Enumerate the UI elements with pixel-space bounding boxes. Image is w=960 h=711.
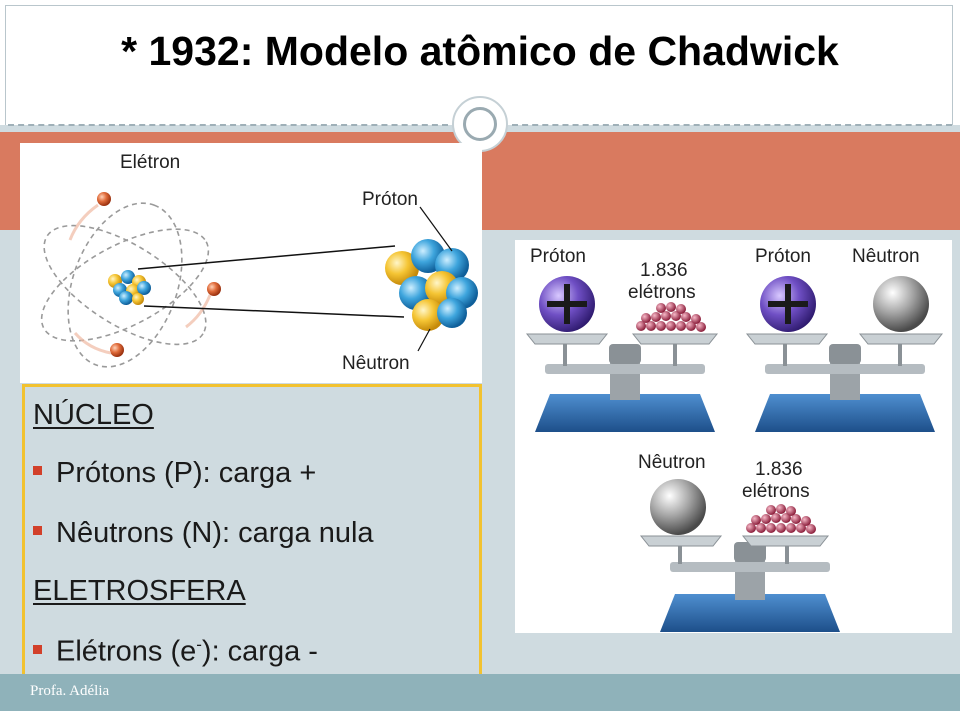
bullet-electrons: Elétrons (e-): carga - bbox=[33, 635, 318, 669]
scale3-right-label-2: elétrons bbox=[742, 481, 810, 502]
bullet-protons: Prótons (P): carga + bbox=[33, 457, 316, 490]
scale1-left-label: Próton bbox=[530, 246, 586, 267]
bullet-neutrons-text: Nêutrons (N): carga nula bbox=[56, 517, 374, 549]
atom-illustration: Elétron Próton Nêutron bbox=[20, 143, 482, 383]
small-nucleus bbox=[108, 270, 151, 305]
scale1-right-label-1: 1.836 bbox=[640, 260, 688, 281]
bullet-electrons-prefix: Elétrons (e bbox=[56, 635, 197, 668]
scale3-right-label-1: 1.836 bbox=[755, 459, 803, 480]
bullet-neutrons: Nêutrons (N): carga nula bbox=[33, 517, 374, 550]
bullet-square-icon bbox=[33, 525, 42, 535]
nucleus-heading: NÚCLEO bbox=[33, 399, 154, 431]
large-nucleus bbox=[385, 239, 478, 331]
content-box: NÚCLEO Prótons (P): carga + Nêutrons (N)… bbox=[22, 384, 482, 677]
electrosphere-heading: ELETROSFERA bbox=[33, 575, 246, 607]
electron-particles bbox=[68, 192, 221, 357]
bullet-electrons-suffix: ): carga - bbox=[201, 635, 318, 668]
title-frame bbox=[5, 5, 953, 125]
slide-title: * 1932: Modelo atômico de Chadwick bbox=[121, 28, 839, 74]
scale-proton-vs-neutron: Próton Nêutron bbox=[745, 246, 944, 432]
bullet-protons-text: Prótons (P): carga + bbox=[56, 457, 317, 489]
label-electron: Elétron bbox=[120, 152, 180, 173]
ornament-ring bbox=[452, 96, 508, 152]
footer-bar bbox=[0, 674, 960, 711]
label-neutron: Nêutron bbox=[342, 353, 410, 374]
label-proton: Próton bbox=[362, 189, 418, 210]
divider-right bbox=[512, 124, 952, 126]
divider-left bbox=[8, 124, 448, 126]
scale2-left-label: Próton bbox=[755, 246, 811, 267]
bullet-square-icon bbox=[33, 465, 42, 475]
scale1-right-label-2: elétrons bbox=[628, 282, 696, 303]
balance-illustration: Próton 1.836 elétrons Próton Nêutron bbox=[515, 240, 952, 633]
scale-neutron-vs-electrons: Nêutron 1.836 elétrons bbox=[638, 452, 840, 632]
scale3-left-label: Nêutron bbox=[638, 452, 706, 473]
scale-proton-vs-electrons: Próton 1.836 elétrons bbox=[525, 246, 719, 432]
bullet-electrons-sup: - bbox=[196, 635, 202, 654]
bullet-square-icon bbox=[33, 644, 42, 654]
scale2-right-label: Nêutron bbox=[852, 246, 920, 267]
footer-author: Profa. Adélia bbox=[30, 683, 110, 699]
